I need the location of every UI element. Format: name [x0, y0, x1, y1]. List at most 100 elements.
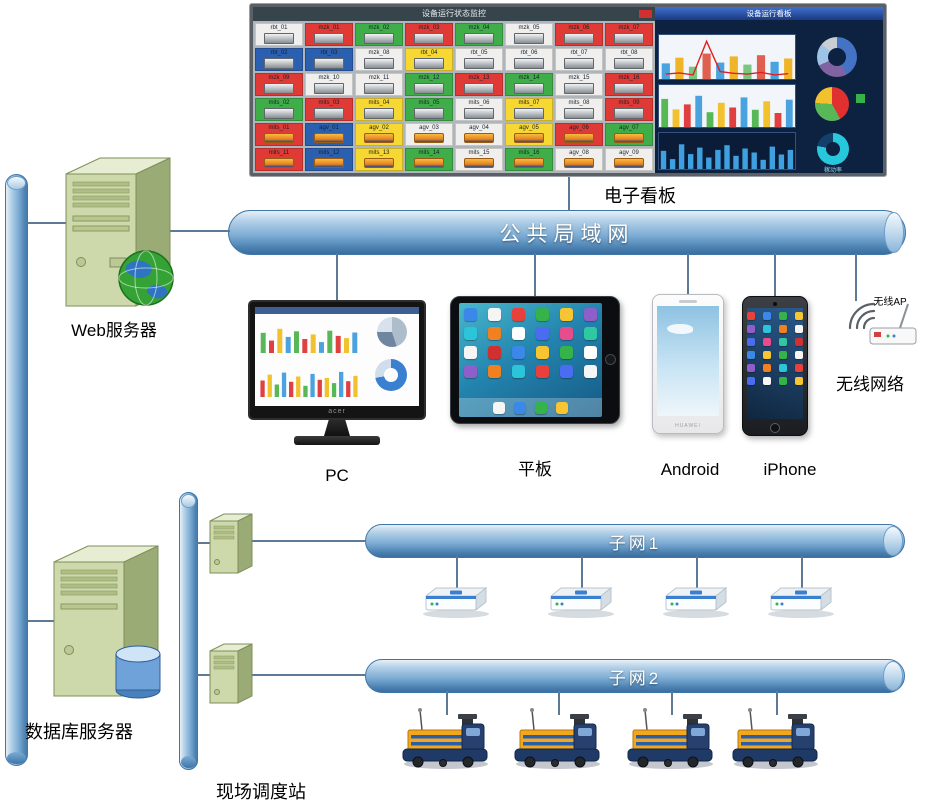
- subnet1-pipe: 子网1: [365, 524, 905, 558]
- machine-photo-icon: [514, 108, 544, 119]
- pc-monitor-frame: acer: [248, 300, 426, 420]
- monitor-title: 设备运行状态监控: [253, 7, 655, 21]
- connector-line: [801, 556, 803, 588]
- app-icon: [763, 325, 771, 333]
- lan-pipe: 公共局域网: [228, 210, 906, 255]
- device-tile: mzk_08: [355, 48, 403, 71]
- device-tile-label: mzk_07: [618, 25, 640, 31]
- connector-line: [336, 253, 338, 301]
- iphone-label: iPhone: [763, 460, 817, 479]
- pc-label: PC: [325, 466, 349, 485]
- agv-photo-icon: [514, 133, 544, 143]
- globe-icon: [118, 250, 174, 306]
- device-tile: agv_03: [405, 123, 453, 146]
- machine-photo-icon: [264, 58, 294, 69]
- device-tile: rbt_02: [255, 48, 303, 71]
- device-tile: mzk_06: [555, 23, 603, 46]
- app-icon: [512, 346, 525, 359]
- app-icon: [514, 401, 526, 414]
- device-tile: mits_05: [405, 98, 453, 121]
- iphone-screen: [747, 308, 803, 419]
- device-tile-label: agv_06: [569, 125, 589, 131]
- connector-line: [671, 691, 673, 715]
- device-tile-label: mits_12: [318, 150, 340, 156]
- device-tile-label: mzk_11: [368, 75, 390, 81]
- connector-line: [446, 691, 448, 715]
- antenna-icon: [899, 303, 909, 329]
- app-icon: [747, 312, 755, 320]
- connector-line: [568, 176, 570, 211]
- device-tile: mits_12: [305, 148, 353, 171]
- agv-robot: [732, 708, 818, 769]
- app-icon: [747, 325, 755, 333]
- combo-chart: [658, 34, 796, 80]
- machine-photo-icon: [414, 83, 444, 94]
- device-tile-label: mzk_06: [568, 25, 590, 31]
- tablet-dock: [459, 398, 602, 417]
- agv-photo-icon: [464, 158, 494, 168]
- android-brand-text: HUAWEI: [675, 423, 701, 429]
- donut-hole: [825, 141, 841, 157]
- device-tile-label: mits_15: [468, 150, 490, 156]
- connector-line: [855, 253, 857, 301]
- device-tile-label: agv_04: [469, 125, 489, 131]
- donut-chart-2: [817, 133, 849, 165]
- device-tile-label: mits_14: [418, 150, 440, 156]
- app-icon: [488, 365, 501, 378]
- grouped-bar-chart: [658, 84, 796, 128]
- device-tile-label: mits_05: [418, 100, 440, 106]
- subnet2-label: 子网2: [608, 668, 662, 688]
- device-tile-label: agv_05: [519, 125, 539, 131]
- app-icon: [795, 338, 803, 346]
- pie-legend-swatch: [856, 94, 865, 103]
- agv-photo-icon: [414, 133, 444, 143]
- device-tile: agv_01: [305, 123, 353, 146]
- device-tile: mzk_02: [355, 23, 403, 46]
- subnet-controller-device: [768, 586, 834, 618]
- device-tile: mzk_16: [605, 73, 653, 96]
- connector-line: [581, 556, 583, 588]
- machine-photo-icon: [364, 83, 394, 94]
- home-button-icon: [605, 354, 616, 365]
- pc-stand-neck: [324, 420, 350, 436]
- machine-photo-icon: [364, 58, 394, 69]
- device-tile-label: rbt_01: [270, 25, 288, 31]
- tablet-app-grid: [464, 308, 597, 378]
- app-icon: [536, 308, 549, 321]
- machine-photo-icon: [414, 108, 444, 119]
- device-tile-label: mzk_15: [568, 75, 590, 81]
- app-icon: [560, 327, 573, 340]
- device-tile-label: mzk_12: [418, 75, 440, 81]
- device-tile: agv_09: [605, 148, 653, 171]
- wireless-ap-device: [848, 302, 917, 345]
- device-tile: rbt_07: [555, 48, 603, 71]
- connector-line: [196, 542, 212, 544]
- machine-photo-icon: [564, 58, 594, 69]
- app-icon: [584, 346, 597, 359]
- app-icon: [493, 401, 505, 414]
- subnet2-pipe: 子网2: [365, 659, 905, 693]
- pc-bar-chart-2: [260, 371, 358, 397]
- app-icon: [464, 365, 477, 378]
- device-tile-label: mzk_02: [368, 25, 390, 31]
- device-tile: mits_13: [355, 148, 403, 171]
- device-tile: rbt_04: [405, 48, 453, 71]
- database-icon: [115, 645, 161, 699]
- device-tile-label: mzk_09: [268, 75, 290, 81]
- machine-photo-icon: [364, 33, 394, 44]
- agv-photo-icon: [314, 133, 344, 143]
- app-icon: [763, 312, 771, 320]
- connector-line: [252, 674, 366, 676]
- subnet1-label: 子网1: [608, 533, 662, 553]
- machine-photo-icon: [514, 58, 544, 69]
- connector-line: [26, 222, 66, 224]
- machine-photo-icon: [564, 33, 594, 44]
- device-tile-label: agv_07: [619, 125, 639, 131]
- antenna-icon: [644, 709, 648, 731]
- machine-photo-icon: [614, 108, 644, 119]
- device-tile: mits_07: [505, 98, 553, 121]
- device-tile: rbt_01: [255, 23, 303, 46]
- device-tile: mits_08: [555, 98, 603, 121]
